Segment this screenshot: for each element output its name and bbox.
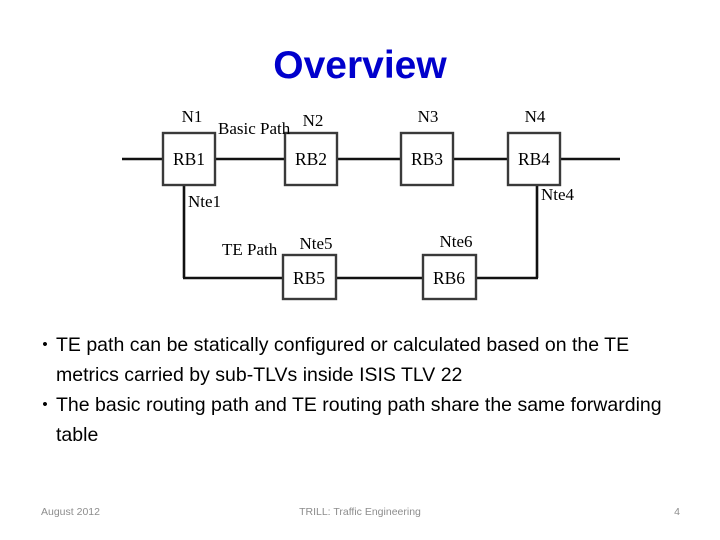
network-topology-diagram: RB1 RB2 RB3 RB4 RB5 RB6 N1 N2 N3 N4 Nte5… [0,90,720,320]
page-title: Overview [273,44,447,87]
list-item: • TE path can be statically configured o… [34,330,684,390]
te-path-links [182,185,539,280]
edge-label-te-path: TE Path [222,240,278,259]
interface-label-nte1: Nte1 [188,192,221,211]
node-box-rb5 [281,253,338,301]
bullet-text: The basic routing path and TE routing pa… [56,394,662,446]
node-top-label-n3: N3 [418,107,439,126]
node-top-label-nte5: Nte5 [299,234,332,253]
bullet-text: TE path can be statically configured or … [56,334,630,386]
edge-label-basic-path: Basic Path [218,119,291,138]
footer-page-number: 4 [674,506,680,518]
bullet-marker: • [42,336,48,353]
node-top-labels: N1 N2 N3 N4 Nte5 Nte6 [182,107,546,253]
interface-label-nte4: Nte4 [541,185,575,204]
node-label-rb1: RB1 [173,149,205,169]
node-label-rb5: RB5 [293,268,325,288]
list-item: • The basic routing path and TE routing … [34,390,684,450]
node-labels: RB1 RB2 RB3 RB4 RB5 RB6 [173,149,550,288]
bullet-marker: • [42,396,48,413]
slide-footer: August 2012 TRILL: Traffic Engineering 4 [0,506,720,528]
node-box-rb2 [283,131,339,187]
footer-date: August 2012 [41,506,100,518]
node-top-label-n2: N2 [303,111,324,130]
node-label-rb2: RB2 [295,149,327,169]
node-box-rb4 [506,131,562,187]
node-top-label-n4: N4 [525,107,546,126]
node-top-label-nte6: Nte6 [439,232,472,251]
node-box-rb1 [161,131,217,187]
node-label-rb6: RB6 [433,268,465,288]
bullet-list: • TE path can be statically configured o… [34,330,684,450]
node-boxes [161,131,562,301]
path-labels: Basic Path TE Path [218,119,291,259]
footer-title: TRILL: Traffic Engineering [299,506,421,518]
node-label-rb3: RB3 [411,149,443,169]
node-box-rb6 [421,253,478,301]
node-label-rb4: RB4 [518,149,550,169]
node-box-rb3 [399,131,455,187]
node-top-label-n1: N1 [182,107,203,126]
interface-labels: Nte1 Nte4 [188,185,575,211]
